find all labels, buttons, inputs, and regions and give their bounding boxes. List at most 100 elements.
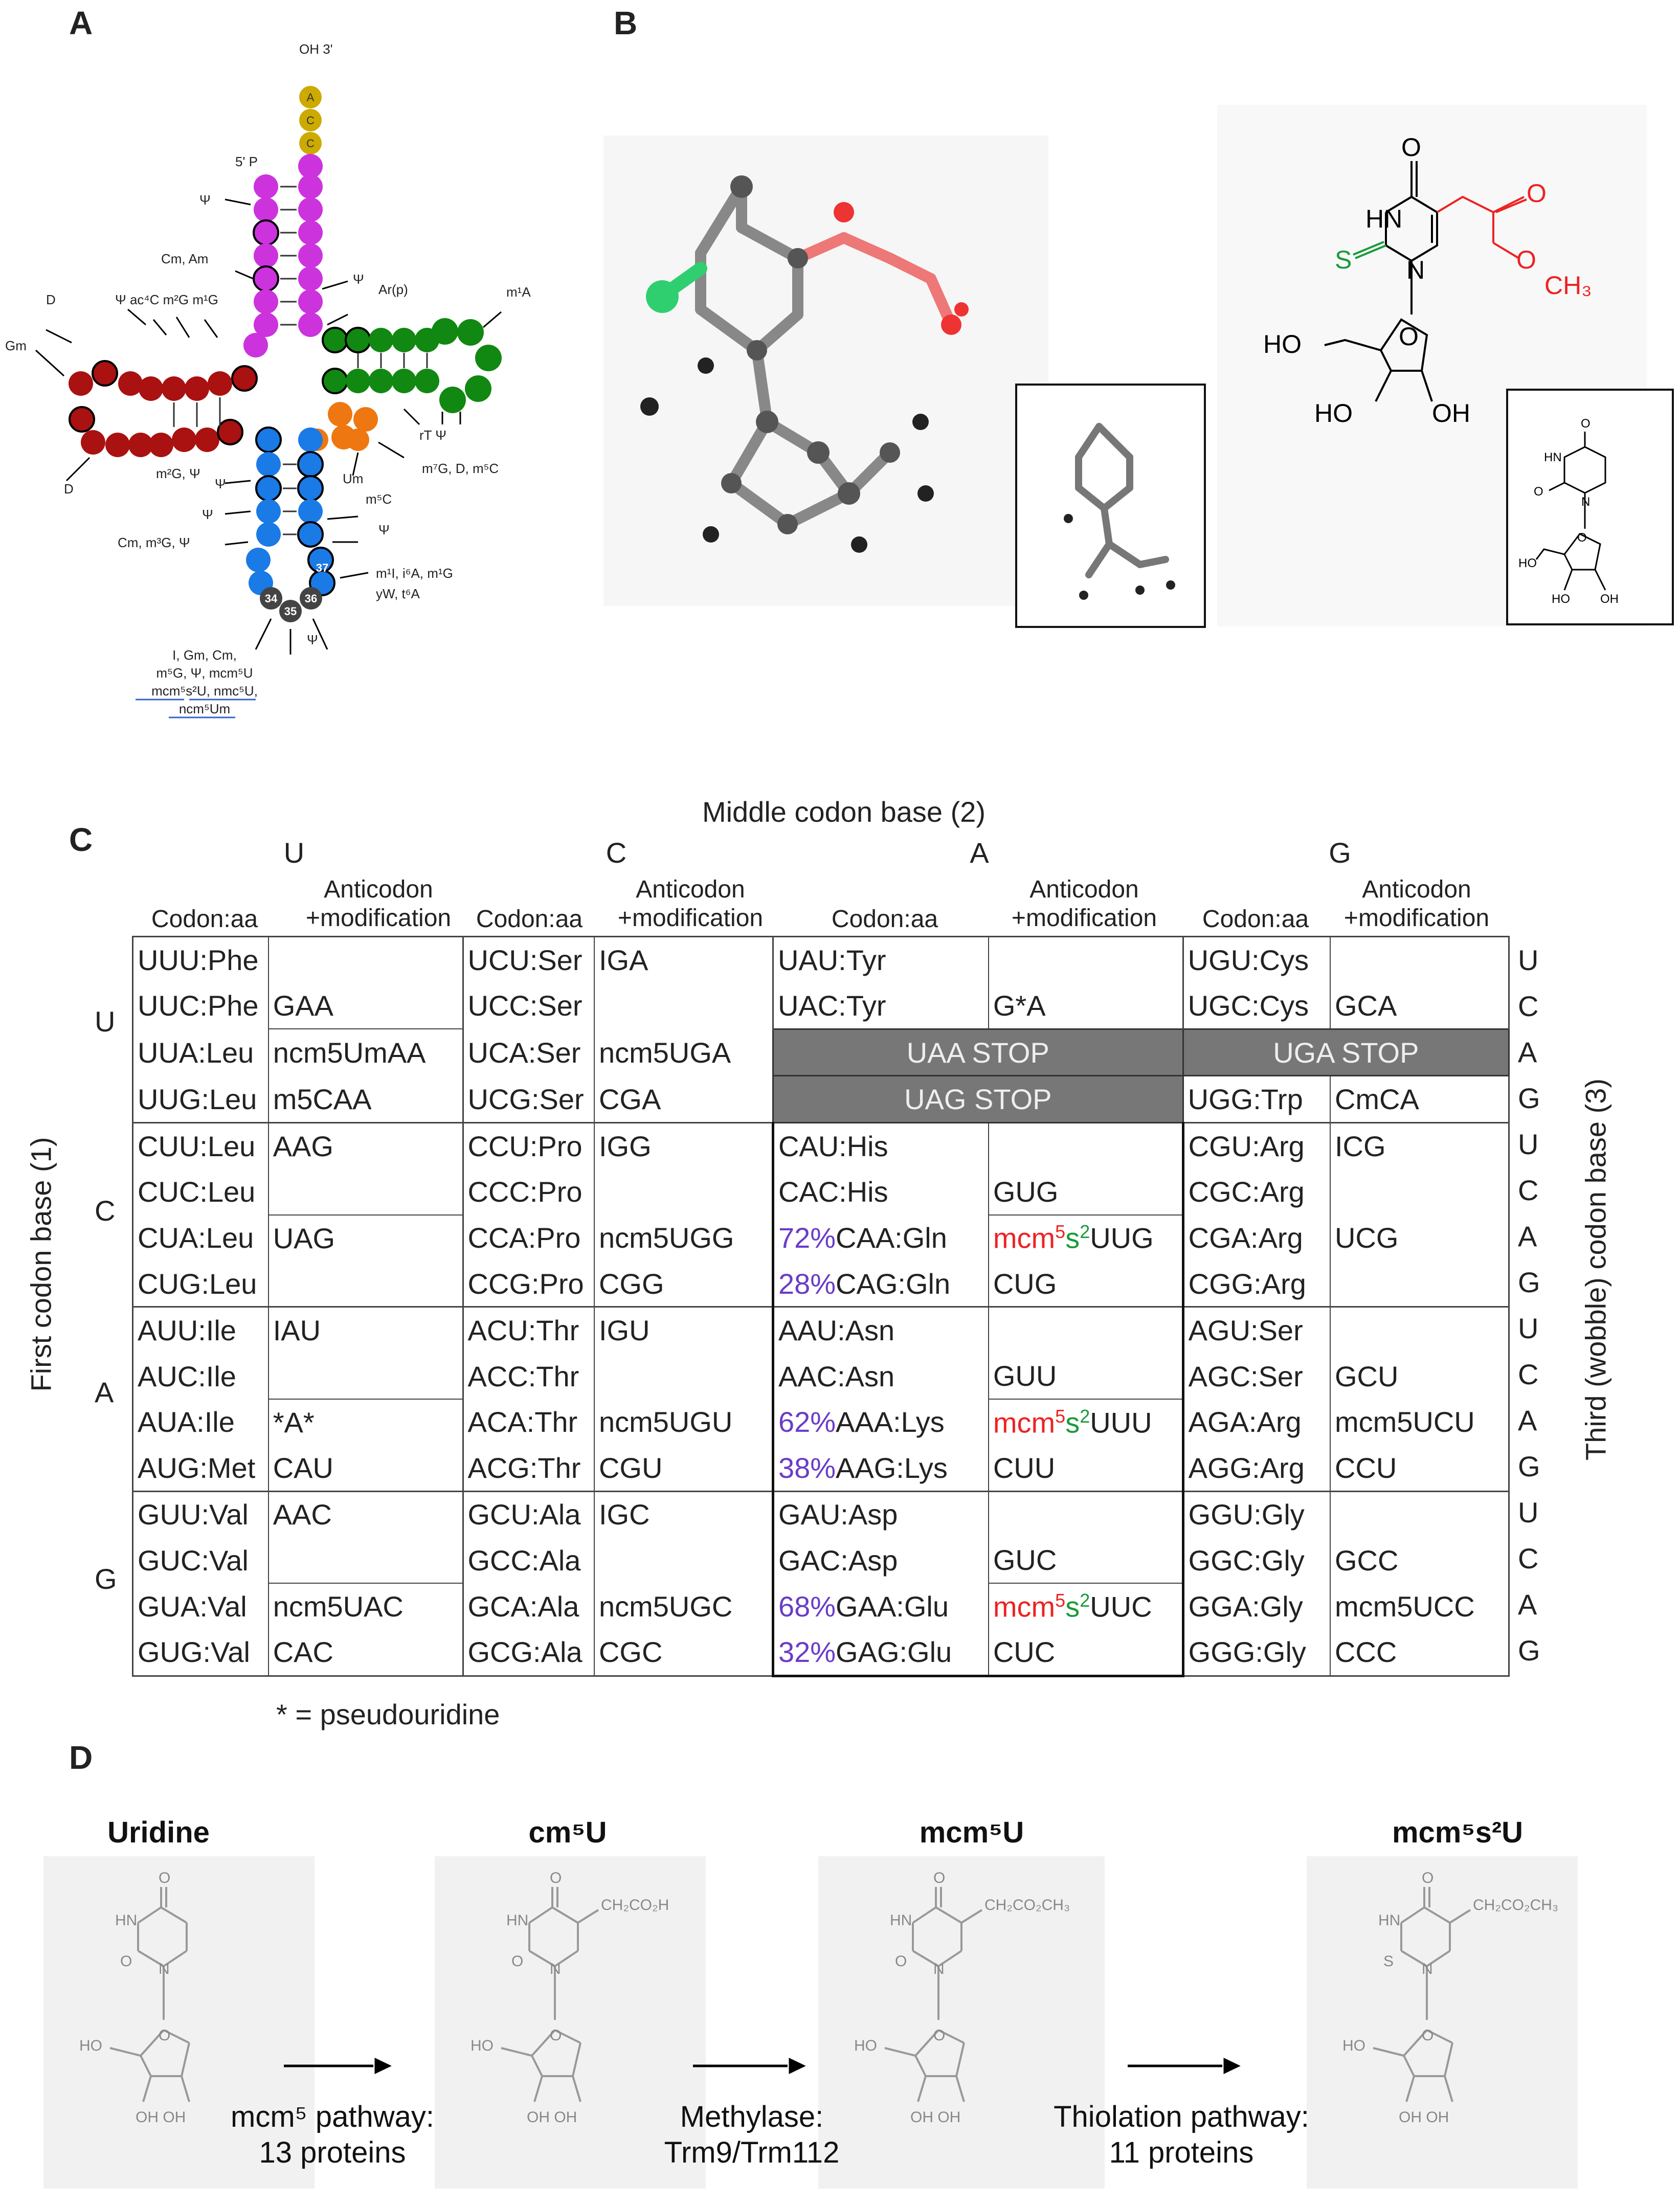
title-cm5u: cm⁵U [528,1816,607,1849]
anticodon-cell [593,1353,773,1400]
trna-cloverleaf-diagram: A C C [5,41,531,718]
stop-uaa: UAA STOP [772,1028,1184,1077]
anticodon-cell [1329,1306,1510,1354]
molecule-atom-label: OH OH [1399,2109,1449,2126]
codon-cell: ACC:Thr [462,1353,594,1400]
anticodon-cell: CCC [1329,1629,1510,1677]
codon-cell: GAU:Asp [771,1490,989,1538]
anticodon-cell: AAG [267,1122,463,1169]
label-cm-am: Cm, Am [161,251,208,266]
middle-letter-c: C [606,837,627,869]
anticodon-cell [988,1306,1184,1354]
label-rt-psi: rT Ψ [419,428,446,443]
anticodon-cell: CUC [988,1629,1184,1677]
label-m7g: m⁷G, D, m⁵C [422,461,499,476]
molecule-atom-label: HN [1378,1912,1400,1929]
anticodon-cell: mcm5UCU [1329,1399,1510,1445]
mod-sup-5: 5 [1055,1589,1066,1611]
inset-atom-ho-1: HO [1518,556,1537,570]
stop-uag: UAG STOP [772,1075,1184,1124]
pos-35: 35 [284,605,297,618]
codon-cell: GGC:Gly [1182,1537,1330,1584]
codon-cell: CCC:Pro [462,1169,594,1215]
ball-and-stick-background [603,136,1048,606]
label-wobble-3: mcm⁵s²U, nmc⁵U, [151,683,258,699]
uridine-structure-inset: O HN O N O HO HO OH [1506,389,1674,625]
label-psi-3: Ψ [215,476,226,491]
acc-a: A [307,91,315,104]
arrow-caption-1: mcm⁵ pathway: 13 proteins [217,2099,447,2171]
codon-usage-percent: 62% [778,1406,836,1438]
third-letter: C [1518,990,1539,1022]
molecule-atom-label: CH₂CO₂CH₃ [1473,1897,1558,1914]
atom-ho-1: HO [1263,330,1302,358]
anticodon-cell [267,1261,463,1308]
first-letter-g: G [95,1563,117,1595]
anticodon-cell [988,1122,1184,1169]
codon-cell: GGU:Gly [1182,1490,1330,1538]
anticodon-cell: GCU [1329,1353,1510,1400]
codon-aa: GAA:Glu [836,1590,949,1623]
acc-c2: C [306,137,315,150]
anticodon-cell: CmCA [1329,1075,1510,1124]
anticodon-cell: mcm5UCC [1329,1583,1510,1629]
anticodon-cell: ncm5UAC [267,1583,463,1629]
arrow-caption-2: Methylase: Trm9/Trm112 [637,2099,867,2171]
anticodon-cell: GUG [988,1169,1184,1215]
codon-usage-percent: 28% [778,1267,836,1300]
codon-cell-with-percent: 32%GAG:Glu [771,1629,989,1677]
label-d-1: D [46,292,56,307]
anticodon-cell [267,935,463,983]
molecule-atom-label: CH₂CO₂CH₃ [984,1897,1070,1914]
codon-cell: GGG:Gly [1182,1629,1330,1677]
codon-cell: CCU:Pro [462,1122,594,1169]
molecule-atom-label: O [511,1953,523,1970]
modification-arrows [35,198,502,655]
col-header-codon-a: Codon:aa [831,906,938,933]
codon-cell: UUU:Phe [131,935,268,983]
atom-oh: OH [1432,399,1470,428]
molecule-background [43,1856,315,2189]
anticodon-cell: CAU [267,1445,463,1492]
first-letter-a: A [95,1376,114,1408]
anticodon-cell: ICG [1329,1122,1510,1169]
mcm5s2u-structure: O HN N O HO HO OH S O O CH₃ [1263,133,1592,428]
inset-uridine-model [1064,423,1175,600]
molecule-atom-label: O [120,1953,132,1970]
label-m1a: m¹A [506,284,531,300]
col-header-anticodon-u: Anticodon +modification [305,876,452,932]
codon-cell: AGC:Ser [1182,1353,1330,1400]
panel-label-a: A [69,5,93,41]
codon-cell: UCG:Ser [462,1075,594,1124]
anticodon-cell: CCU [1329,1445,1510,1492]
third-letter: A [1518,1220,1537,1252]
col-header-codon-u: Codon:aa [151,906,258,933]
codon-cell: CAC:His [771,1169,989,1215]
arrow-caption-1-line-2: 13 proteins [259,2136,406,2169]
third-codon-title-wrapper: Third (wobble) codon base (3) [1560,1048,1612,1509]
mod-anticodon-rest: UUG [1090,1222,1154,1255]
atom-ch3: CH₃ [1544,271,1592,300]
codon-cell-with-percent: 72%CAA:Gln [771,1214,989,1261]
codon-cell: CUC:Leu [131,1169,268,1215]
anticodon-cell [1329,1169,1510,1215]
middle-letter-g: G [1329,837,1351,869]
first-codon-title: First codon base (1) [25,1137,57,1392]
title-uridine: Uridine [107,1816,210,1849]
anticodon-cell [988,935,1183,983]
label-wobble-1: I, Gm, Cm, [172,647,237,663]
panel-label-b: B [614,5,638,41]
codon-aa: AAG:Lys [836,1451,948,1484]
third-letter: G [1518,1450,1540,1482]
third-letter: U [1518,1496,1539,1528]
label-m5c: m⁵C [366,491,392,507]
molecule-atom-label: CH₂CO₂H [601,1897,669,1914]
codon-cell: GAC:Asp [771,1537,989,1584]
atom-ho-2: HO [1314,399,1353,428]
